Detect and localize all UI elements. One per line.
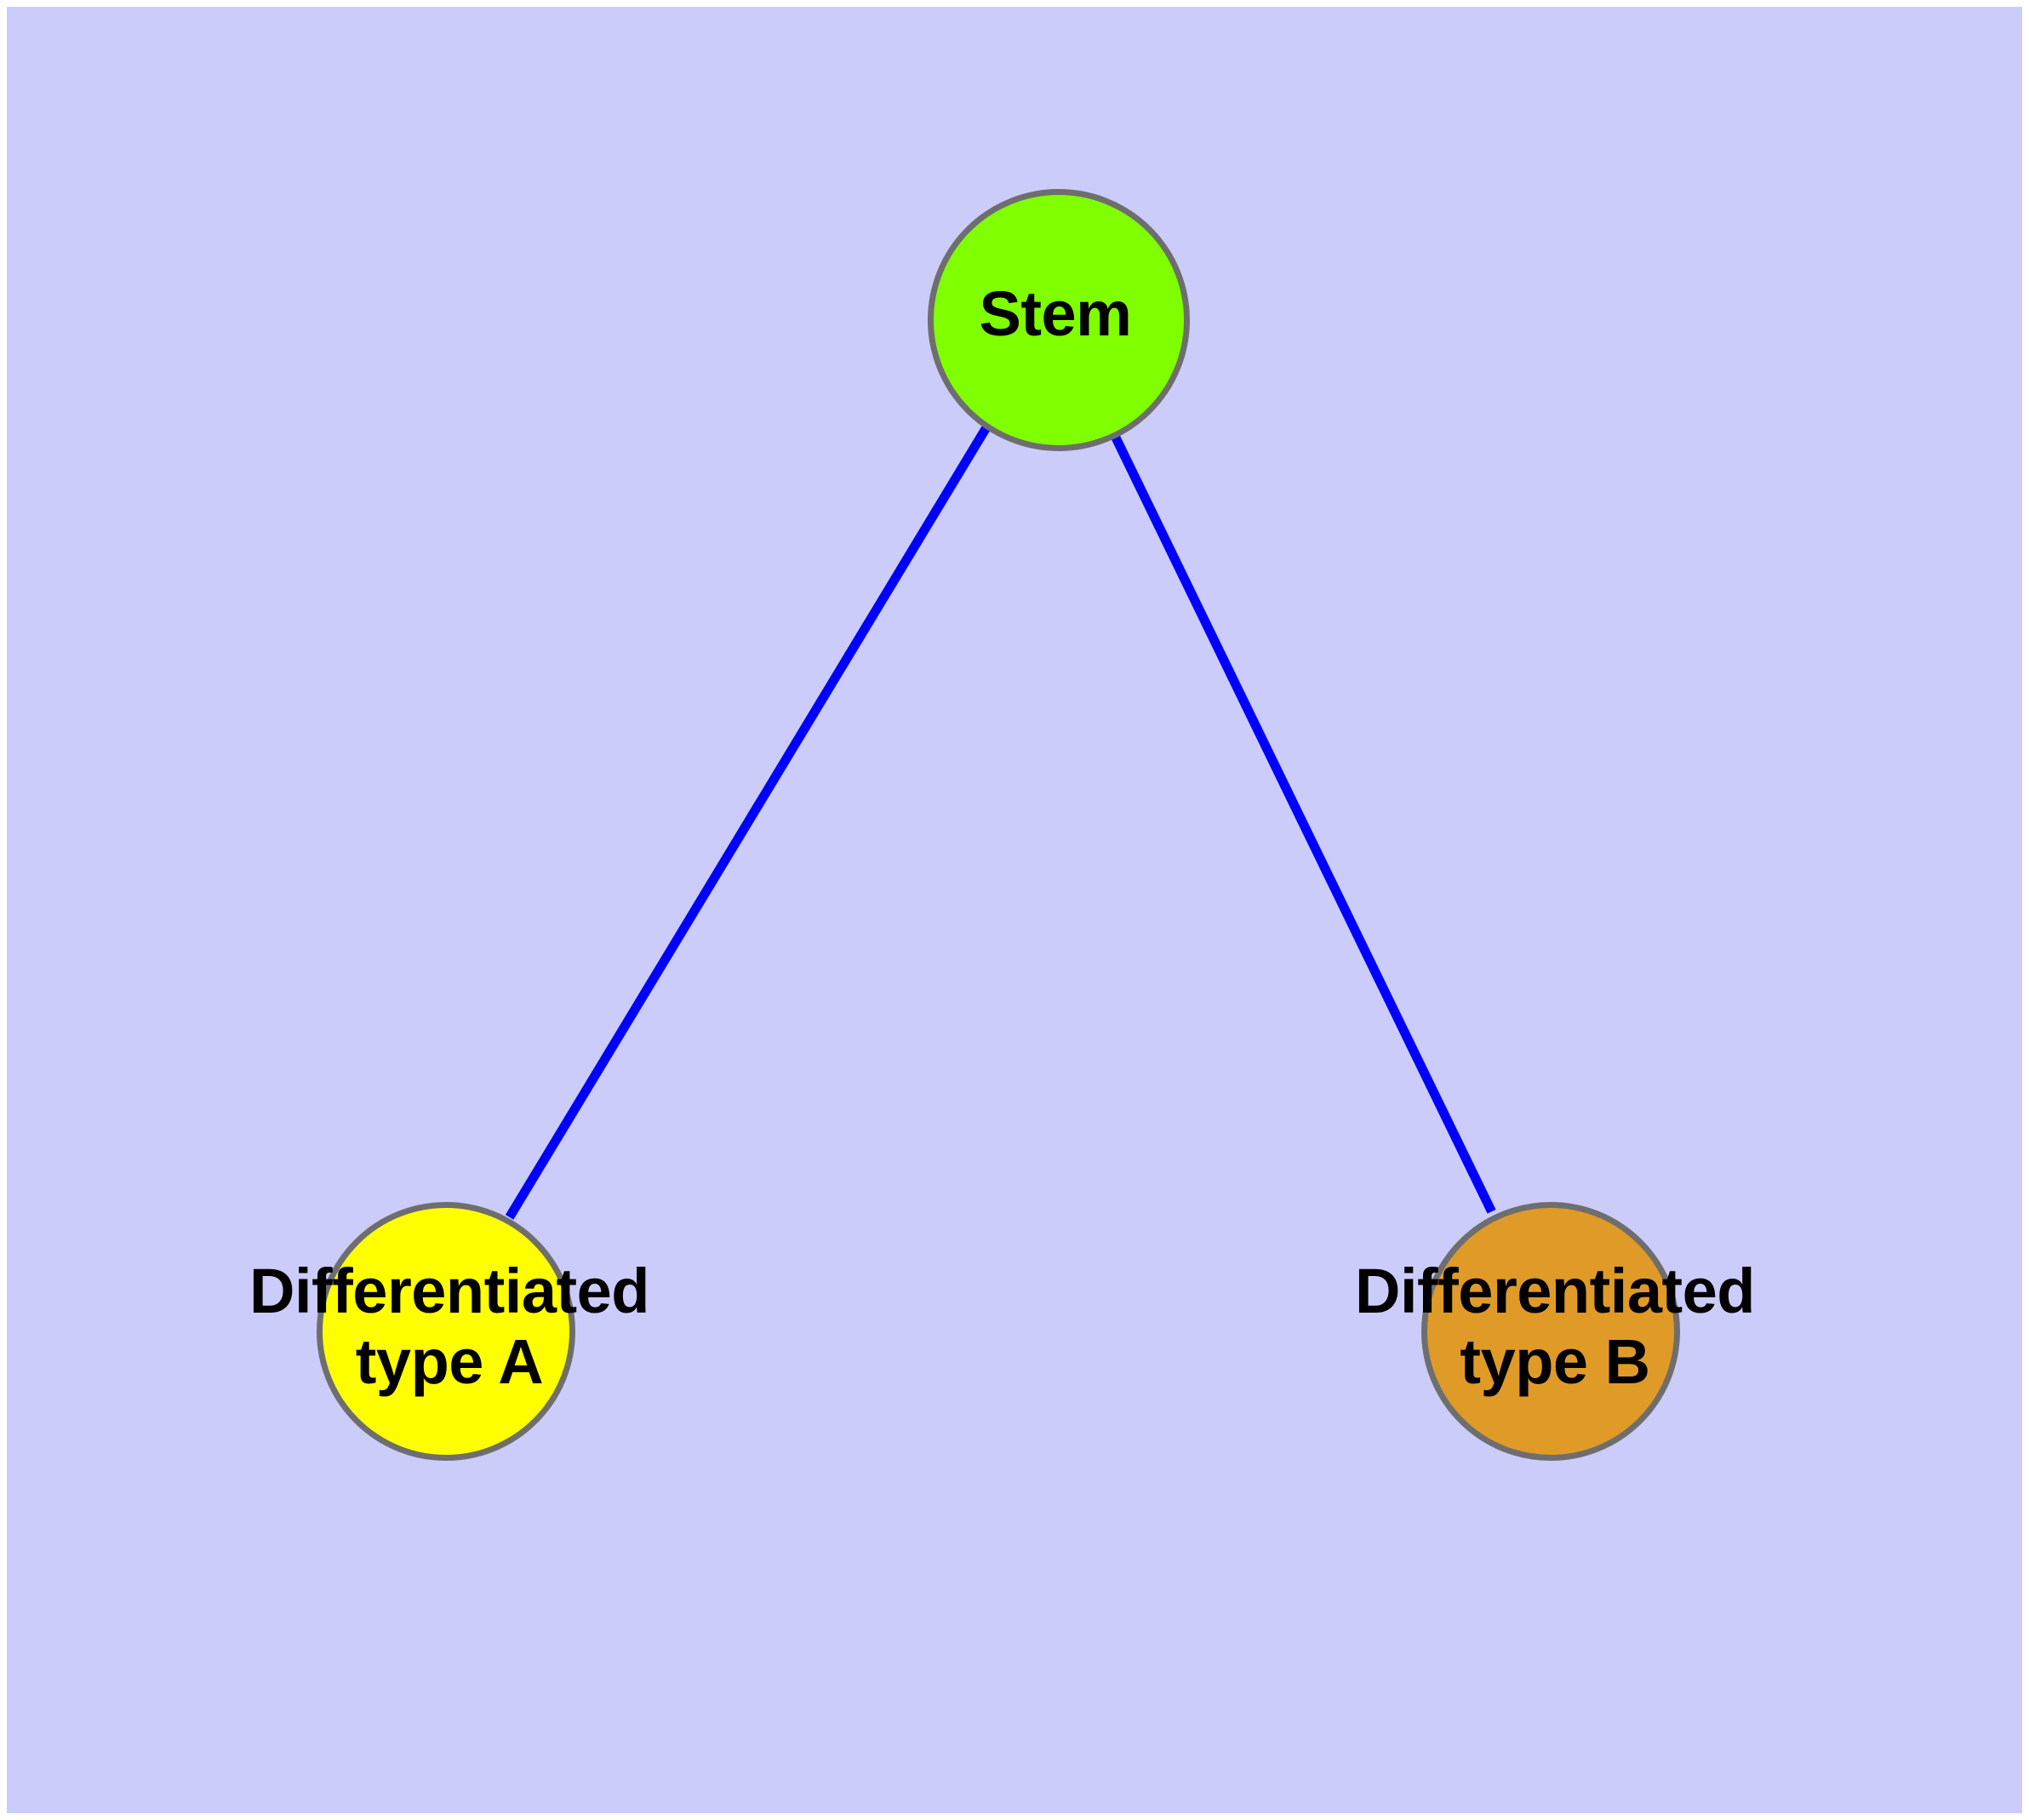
node-differentiated-type-a[interactable] bbox=[317, 1202, 575, 1461]
edge-layer bbox=[505, 422, 1496, 1220]
node-differentiated-type-b[interactable] bbox=[1421, 1202, 1680, 1461]
node-label-differentiated-type-b: Differentiated type B bbox=[1355, 1256, 1755, 1397]
edge-stem-to-type-b[interactable] bbox=[1108, 429, 1496, 1214]
node-label-differentiated-type-a: Differentiated type A bbox=[249, 1256, 649, 1397]
node-stem[interactable] bbox=[928, 189, 1190, 451]
node-label-stem: Stem bbox=[979, 278, 1132, 349]
graph-surface: Stem Differentiated type A Differentiate… bbox=[7, 7, 2022, 1813]
edge-stem-to-type-a[interactable] bbox=[505, 422, 992, 1220]
